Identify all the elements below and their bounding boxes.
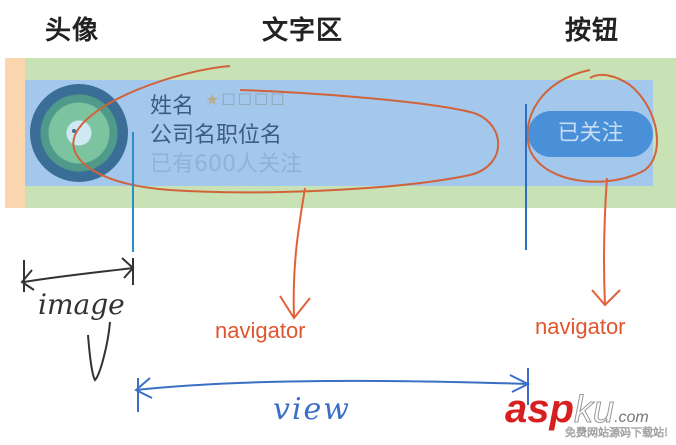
- watermark-logo: aspku.com: [505, 387, 649, 432]
- header-text-area: 文字区: [262, 16, 344, 46]
- header-avatar: 头像: [45, 16, 100, 46]
- watermark-ku: ku: [573, 389, 615, 432]
- header-button: 按钮: [565, 16, 620, 46]
- user-name: 姓名: [150, 94, 195, 119]
- follow-button[interactable]: 已关注: [528, 111, 653, 157]
- navigator-label-button: navigator: [535, 314, 626, 339]
- company-title: 公司名职位名: [150, 123, 283, 148]
- avatar-image[interactable]: [30, 84, 128, 182]
- image-annotation-label: image: [38, 288, 125, 321]
- navigator-label-text: navigator: [215, 318, 306, 343]
- left-padding-strip: [5, 58, 25, 208]
- avatar-dot: [72, 129, 76, 133]
- view-annotation-label: view: [273, 392, 351, 427]
- rating-stars-icon: ★☐☐☐☐: [205, 90, 287, 109]
- watermark-tagline: 免费网站源码下载站!: [565, 426, 669, 440]
- watermark-asp: asp: [505, 387, 574, 431]
- watermark-tld: .com: [614, 409, 649, 426]
- follower-count: 已有600人关注: [150, 152, 302, 177]
